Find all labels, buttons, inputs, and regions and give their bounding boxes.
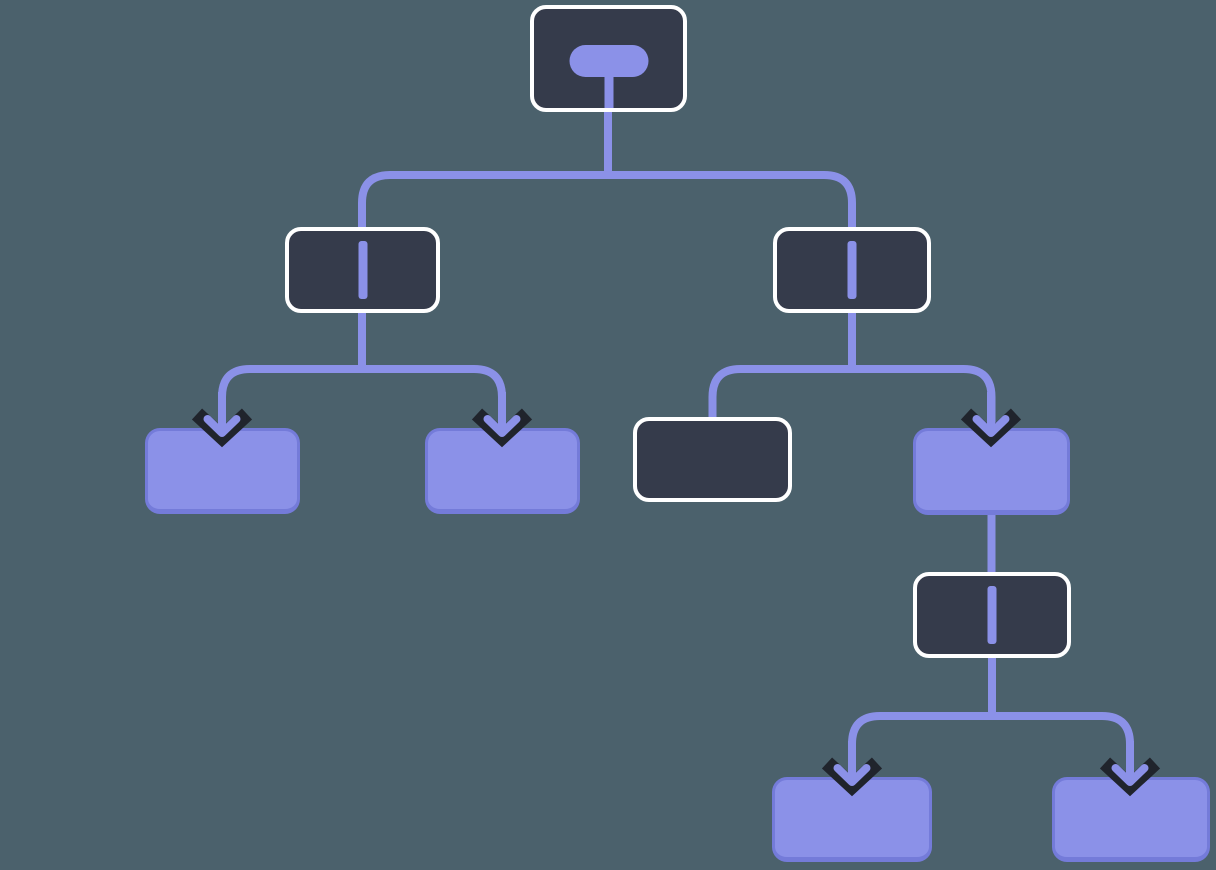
pass-through-line-icon	[987, 586, 997, 644]
edge-rail-top	[358, 171, 856, 231]
chevron-down-arrow-icon	[821, 741, 883, 797]
node-root	[530, 5, 687, 112]
chevron-down-arrow-icon	[471, 392, 533, 448]
edge-rail-right	[708, 365, 996, 434]
pass-through-line-icon	[847, 241, 857, 299]
node-branch-left	[285, 227, 440, 313]
node-branch-right	[773, 227, 931, 313]
edge-rail-left	[218, 365, 506, 434]
node-sub-branch	[913, 572, 1071, 658]
edge-rail-bottom	[848, 712, 1134, 783]
chevron-down-arrow-icon	[191, 392, 253, 448]
chevron-down-arrow-icon	[1099, 741, 1161, 797]
pass-through-line-icon	[358, 241, 367, 299]
chevron-down-arrow-icon	[960, 392, 1022, 448]
pill-stem-line	[604, 69, 613, 108]
node-plain-dark	[633, 417, 792, 502]
